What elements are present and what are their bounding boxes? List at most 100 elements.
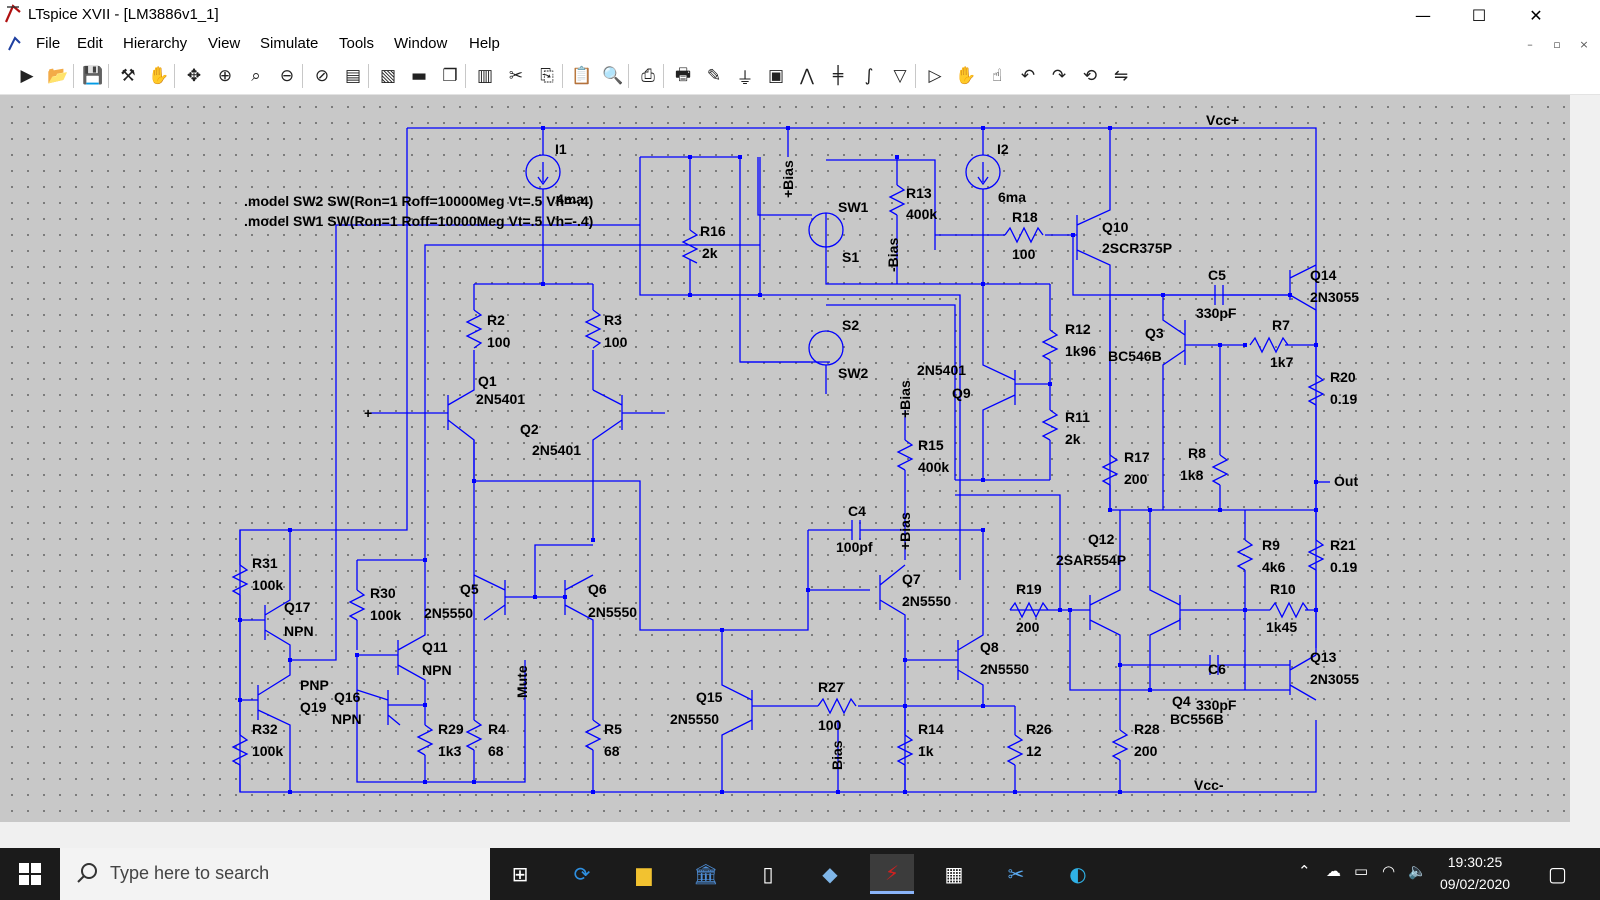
label-R30: R30 — [370, 585, 396, 601]
close-button[interactable]: ✕ — [1529, 5, 1543, 25]
capacitor-icon[interactable]: ╪ — [832, 66, 844, 86]
document-app-icon[interactable]: ▯ — [762, 862, 774, 886]
save-icon[interactable]: 💾 — [82, 66, 104, 86]
minimize-button[interactable]: — — [1415, 5, 1431, 25]
onedrive-icon[interactable]: ☁ — [1326, 862, 1341, 880]
mirror-icon[interactable]: ⇋ — [1113, 66, 1129, 86]
open-icon[interactable]: 📂 — [47, 66, 69, 86]
wifi-icon[interactable]: ◠ — [1382, 862, 1396, 880]
menu-tools[interactable]: Tools — [339, 35, 375, 52]
menu-simulate[interactable]: Simulate — [260, 35, 319, 52]
control-panel-icon[interactable]: ⚒ — [120, 66, 136, 86]
inductor-icon[interactable]: ∫ — [864, 66, 874, 86]
menu-window[interactable]: Window — [394, 35, 448, 52]
zoom-cancel-icon[interactable]: ⊘ — [314, 66, 330, 86]
fft-icon[interactable]: ▧ — [379, 66, 397, 86]
label-Q16: Q16 — [334, 689, 361, 705]
snipping-icon[interactable]: ✂ — [1007, 862, 1025, 886]
label-Q1: Q1 — [478, 373, 497, 389]
label-Q14-model: 2N3055 — [1310, 289, 1359, 305]
draw-wire-icon[interactable]: ✎ — [706, 66, 722, 86]
label-R30-value: 100k — [370, 607, 401, 623]
task-view-icon[interactable]: ⊞ — [511, 862, 529, 886]
ltspice-app-icon — [4, 4, 21, 23]
move-icon[interactable]: ✋ — [955, 66, 977, 86]
spice-directive-sw2[interactable]: .model SW2 SW(Ron=1 Roff=10000Meg Vt=.5 … — [244, 193, 593, 209]
toolbar — [0, 58, 1600, 95]
drag-icon[interactable]: ☝ — [991, 66, 1003, 86]
label-I1: I1 — [555, 141, 567, 157]
maximize-button[interactable]: ☐ — [1471, 5, 1487, 25]
calculator-icon[interactable]: ▦ — [944, 862, 964, 886]
toolbar-separator — [174, 64, 175, 88]
halt-icon[interactable]: ✋ — [148, 66, 170, 86]
spice-directive-sw1[interactable]: .model SW1 SW(Ron=1 Roff=10000Meg Vt=.5 … — [244, 213, 593, 229]
resistor-icon[interactable]: ⋀ — [800, 66, 814, 86]
tile-horizontal-icon[interactable]: ▬ — [410, 66, 428, 86]
label-R3-value: 100 — [604, 334, 628, 350]
mdi-close-button[interactable]: × — [1579, 37, 1589, 51]
label-Q6: Q6 — [588, 581, 607, 597]
label-R18-value: 100 — [1012, 246, 1036, 262]
notepad-icon[interactable]: ◆ — [822, 862, 838, 886]
label-R20: R20 — [1330, 369, 1356, 385]
volume-icon[interactable]: 🔈 — [1408, 862, 1427, 880]
schematic-canvas[interactable] — [0, 95, 1570, 822]
clock-date[interactable]: 09/02/2020 — [1440, 876, 1511, 892]
mdi-restore-button[interactable]: ▫ — [1553, 37, 1561, 51]
label-Q7: Q7 — [902, 571, 921, 587]
zoom-in-icon[interactable]: ⊕ — [217, 66, 233, 86]
menu-file[interactable]: File — [36, 35, 61, 52]
notification-icon[interactable]: ▢ — [1548, 862, 1567, 886]
chevron-up-icon[interactable]: ⌃ — [1298, 862, 1311, 880]
label-R4-value: 68 — [488, 743, 504, 759]
cut-icon[interactable]: ✂ — [508, 66, 524, 86]
find-icon[interactable]: 🔍 — [602, 66, 624, 86]
start-button[interactable] — [0, 848, 60, 900]
mdi-minimize-button[interactable]: – — [1527, 37, 1533, 51]
document-icon[interactable] — [6, 34, 24, 54]
redo-icon[interactable]: ↷ — [1051, 66, 1067, 86]
rotate-icon[interactable]: ⟲ — [1082, 66, 1098, 86]
ground-icon[interactable]: ⏚ — [736, 68, 754, 89]
paste-icon[interactable]: 📋 — [571, 66, 593, 86]
zoom-out-icon[interactable]: ⊖ — [279, 66, 295, 86]
label-net-icon[interactable]: ▣ — [767, 66, 785, 86]
battery-icon[interactable]: ▭ — [1354, 862, 1369, 880]
menu-view[interactable]: View — [208, 35, 241, 52]
copy-icon[interactable]: ⎘ — [540, 66, 554, 86]
zoom-fit-icon[interactable]: ⌕ — [251, 66, 261, 86]
label-R29-value: 1k3 — [438, 743, 462, 759]
tile-vertical-icon[interactable]: ▥ — [476, 66, 494, 86]
vertical-scrollbar[interactable] — [1570, 95, 1600, 822]
pan-icon[interactable]: ✥ — [186, 66, 202, 86]
undo-icon[interactable]: ↶ — [1020, 66, 1036, 86]
edge-icon[interactable]: ◐ — [1069, 862, 1087, 886]
label-R5-value: 68 — [604, 743, 620, 759]
cascade-icon[interactable]: ❐ — [442, 66, 458, 86]
print-icon[interactable]: 🖶 — [674, 64, 692, 85]
refresh-app-icon[interactable]: ⟳ — [573, 862, 591, 886]
label-Q5-model: 2N5550 — [424, 605, 473, 621]
label-R26-value: 12 — [1026, 743, 1042, 759]
clock-time[interactable]: 19:30:25 — [1447, 854, 1503, 870]
run-icon[interactable]: ▶ — [20, 66, 34, 86]
label-C5: C5 — [1208, 267, 1226, 283]
file-explorer-icon[interactable]: ▆ — [636, 862, 652, 886]
label-minus-bias: -Bias — [885, 238, 901, 272]
diode-icon[interactable]: ▽ — [893, 66, 907, 86]
menu-edit[interactable]: Edit — [77, 35, 103, 52]
label-R12: R12 — [1065, 321, 1091, 337]
label-mute: Mute — [514, 665, 530, 698]
ltspice-icon[interactable]: ⚡ — [870, 854, 914, 894]
bank-icon[interactable]: 🏛 — [693, 862, 719, 886]
search-icon — [77, 863, 97, 883]
component-icon[interactable]: ▷ — [928, 66, 942, 86]
autorange-icon[interactable]: ▤ — [344, 66, 362, 86]
toolbar-separator — [628, 64, 629, 88]
menu-hierarchy[interactable]: Hierarchy — [123, 35, 188, 52]
taskbar-search-box[interactable] — [60, 848, 490, 900]
menu-help[interactable]: Help — [469, 35, 500, 52]
label-R14-value: 1k — [918, 743, 934, 759]
print-preview-icon[interactable]: ⎙ — [641, 66, 655, 86]
